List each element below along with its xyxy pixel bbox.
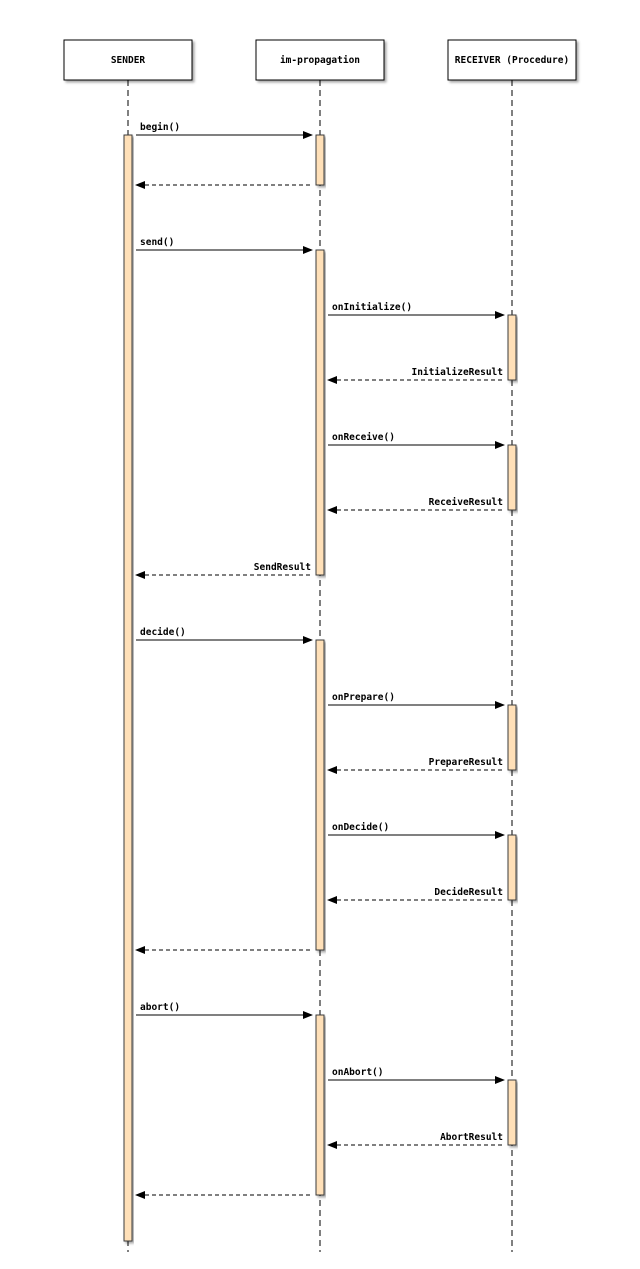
participant-im-propagation-label: im-propagation (280, 55, 360, 66)
message-label: decide() (140, 627, 186, 638)
participant-receiver-label: RECEIVER (Procedure) (455, 55, 569, 66)
participant-sender-label: SENDER (111, 55, 146, 66)
message-label: begin() (140, 122, 180, 133)
message-abort: abort() (136, 1002, 313, 1019)
message-label: AbortResult (440, 1132, 503, 1143)
message-label: onDecide() (332, 822, 389, 833)
message-label: SendResult (254, 562, 311, 573)
participant-im-propagation: im-propagation (255, 39, 385, 81)
message-label: ReceiveResult (429, 497, 503, 508)
message-abort-result: AbortResult (327, 1132, 503, 1149)
message-label: PrepareResult (429, 757, 503, 768)
message-send: send() (136, 237, 313, 254)
message-prepare-result: PrepareResult (327, 757, 503, 774)
message-initialize-result: InitializeResult (327, 367, 503, 384)
message-label: onPrepare() (332, 692, 395, 703)
message-label: onAbort() (332, 1067, 383, 1078)
activation-receiver-initialize (507, 314, 517, 381)
message-label: InitializeResult (411, 367, 503, 378)
activation-receiver-decide (507, 834, 517, 901)
message-decide-result: DecideResult (327, 887, 503, 904)
participant-sender: SENDER (63, 39, 193, 81)
message-on-initialize: onInitialize() (328, 302, 505, 319)
message-on-abort: onAbort() (328, 1067, 505, 1084)
message-decide: decide() (136, 627, 313, 644)
participant-receiver: RECEIVER (Procedure) (447, 39, 577, 81)
activation-im-send (315, 249, 325, 576)
message-receive-result: ReceiveResult (327, 497, 503, 514)
message-label: send() (140, 237, 174, 248)
message-label: onInitialize() (332, 302, 412, 313)
message-on-decide: onDecide() (328, 822, 505, 839)
activation-im-decide (315, 639, 325, 951)
message-on-receive: onReceive() (328, 432, 505, 449)
activation-receiver-prepare (507, 704, 517, 771)
activation-im-begin (315, 134, 325, 186)
activation-receiver-abort (507, 1079, 517, 1146)
message-send-result: SendResult (135, 562, 311, 579)
activation-im-abort (315, 1014, 325, 1196)
message-label: onReceive() (332, 432, 395, 443)
message-label: abort() (140, 1002, 180, 1013)
activation-receiver-receive (507, 444, 517, 511)
message-begin: begin() (136, 122, 313, 139)
message-label: DecideResult (434, 887, 503, 898)
activation-sender (123, 134, 133, 1242)
message-on-prepare: onPrepare() (328, 692, 505, 709)
